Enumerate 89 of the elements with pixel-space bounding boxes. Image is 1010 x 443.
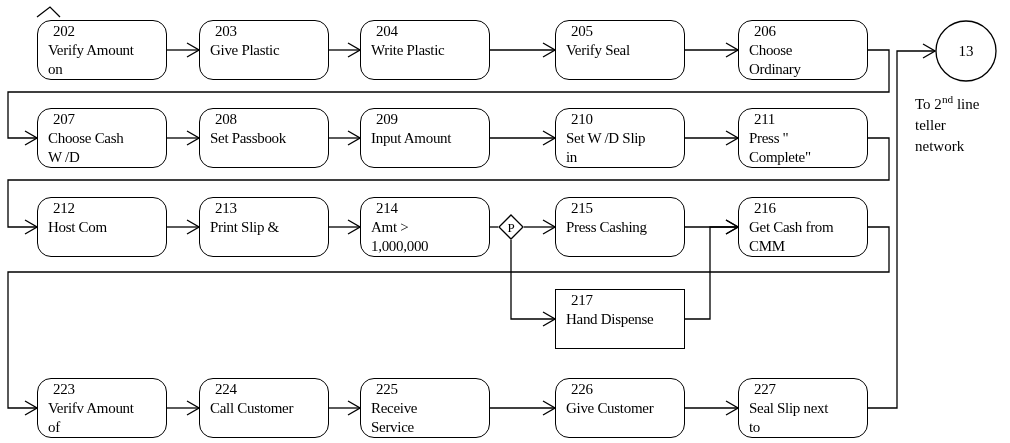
process-box [37,378,167,438]
arrow [328,130,361,146]
process-box [199,108,329,168]
step-number: 212 [52,199,76,218]
step-number: 227 [753,380,777,399]
process-box [738,108,868,168]
process-box [555,108,685,168]
step-label: Choose Ordinary [749,41,802,79]
node-label: P [507,220,515,234]
step-number: 216 [753,199,777,218]
arrow [489,400,556,416]
arrow [684,400,739,416]
arrow [684,42,739,58]
process-box [738,20,868,80]
arrow [684,219,739,320]
step-label: Press Cashing [566,218,648,237]
process-box [555,197,685,257]
arrow [523,219,556,235]
process-box [555,378,685,438]
arrow [166,400,200,416]
step-number: 214 [375,199,399,218]
step-label: Receive Service [371,399,419,437]
step-label: Verify Seal [566,41,631,60]
process-box [37,108,167,168]
step-label: Host Com [48,218,108,237]
step-number: 203 [214,22,238,41]
arrow [166,219,200,235]
arrow [684,130,739,146]
arrow [489,130,556,146]
step-number: 211 [753,110,777,129]
arrow [328,219,361,235]
process-box [199,197,329,257]
step-number: 204 [375,22,399,41]
step-label: Print Slip & [210,218,280,237]
step-number: 205 [570,22,594,41]
process-box [738,378,868,438]
arrow [7,226,890,416]
step-label: Verifv Amount of [48,399,135,437]
process-box [555,20,685,80]
step-label: Amt > 1,000,000 [371,218,430,256]
step-number: 215 [570,199,594,218]
step-label: Set Passbook [210,129,287,148]
arrow [867,43,936,409]
step-label: Seal Slip next to [749,399,830,437]
arrow [7,49,890,146]
step-number: 208 [214,110,238,129]
step-number: 223 [52,380,76,399]
step-number: 213 [214,199,238,218]
step-number: 224 [214,380,238,399]
step-number: 210 [570,110,594,129]
step-number: 225 [375,380,399,399]
node-caption: To 2$^{nd}$ line teller network [915,94,981,156]
step-label: Write Plastic [371,41,446,60]
step-number: 202 [52,22,76,41]
step-label: Input Amount [371,129,453,148]
step-label: Call Customer [210,399,295,418]
step-number: 207 [52,110,76,129]
step-label: Set W /D Slip in [566,129,647,167]
step-label: Give Customer [566,399,654,418]
step-number: 209 [375,110,399,129]
step-label: Choose Cash W /D [48,129,125,167]
process-box [199,378,329,438]
process-box [199,20,329,80]
connector-circle [935,20,997,82]
step-label: Give Plastic [210,41,281,60]
process-box [37,20,167,80]
step-number: 217 [570,291,594,310]
decision-diamond [498,214,524,240]
step-label: Hand Dispense [566,310,654,329]
step-label: Press " Complete" [749,129,812,167]
step-label: Verify Amount on [48,41,135,79]
process-box [360,378,490,438]
process-box [360,197,490,257]
step-number: 206 [753,22,777,41]
arrow [489,42,556,58]
arrow [166,42,200,58]
step-label: Get Cash from CMM [749,218,835,256]
process-box [360,20,490,80]
arrow [328,42,361,58]
node-label: 13 [958,43,974,59]
arrow [166,130,200,146]
arrow [7,137,890,235]
arrow [328,400,361,416]
process-box [360,108,490,168]
process-box [555,289,685,349]
arrow [510,239,556,327]
process-box [738,197,868,257]
process-box [37,197,167,257]
step-number: 226 [570,380,594,399]
